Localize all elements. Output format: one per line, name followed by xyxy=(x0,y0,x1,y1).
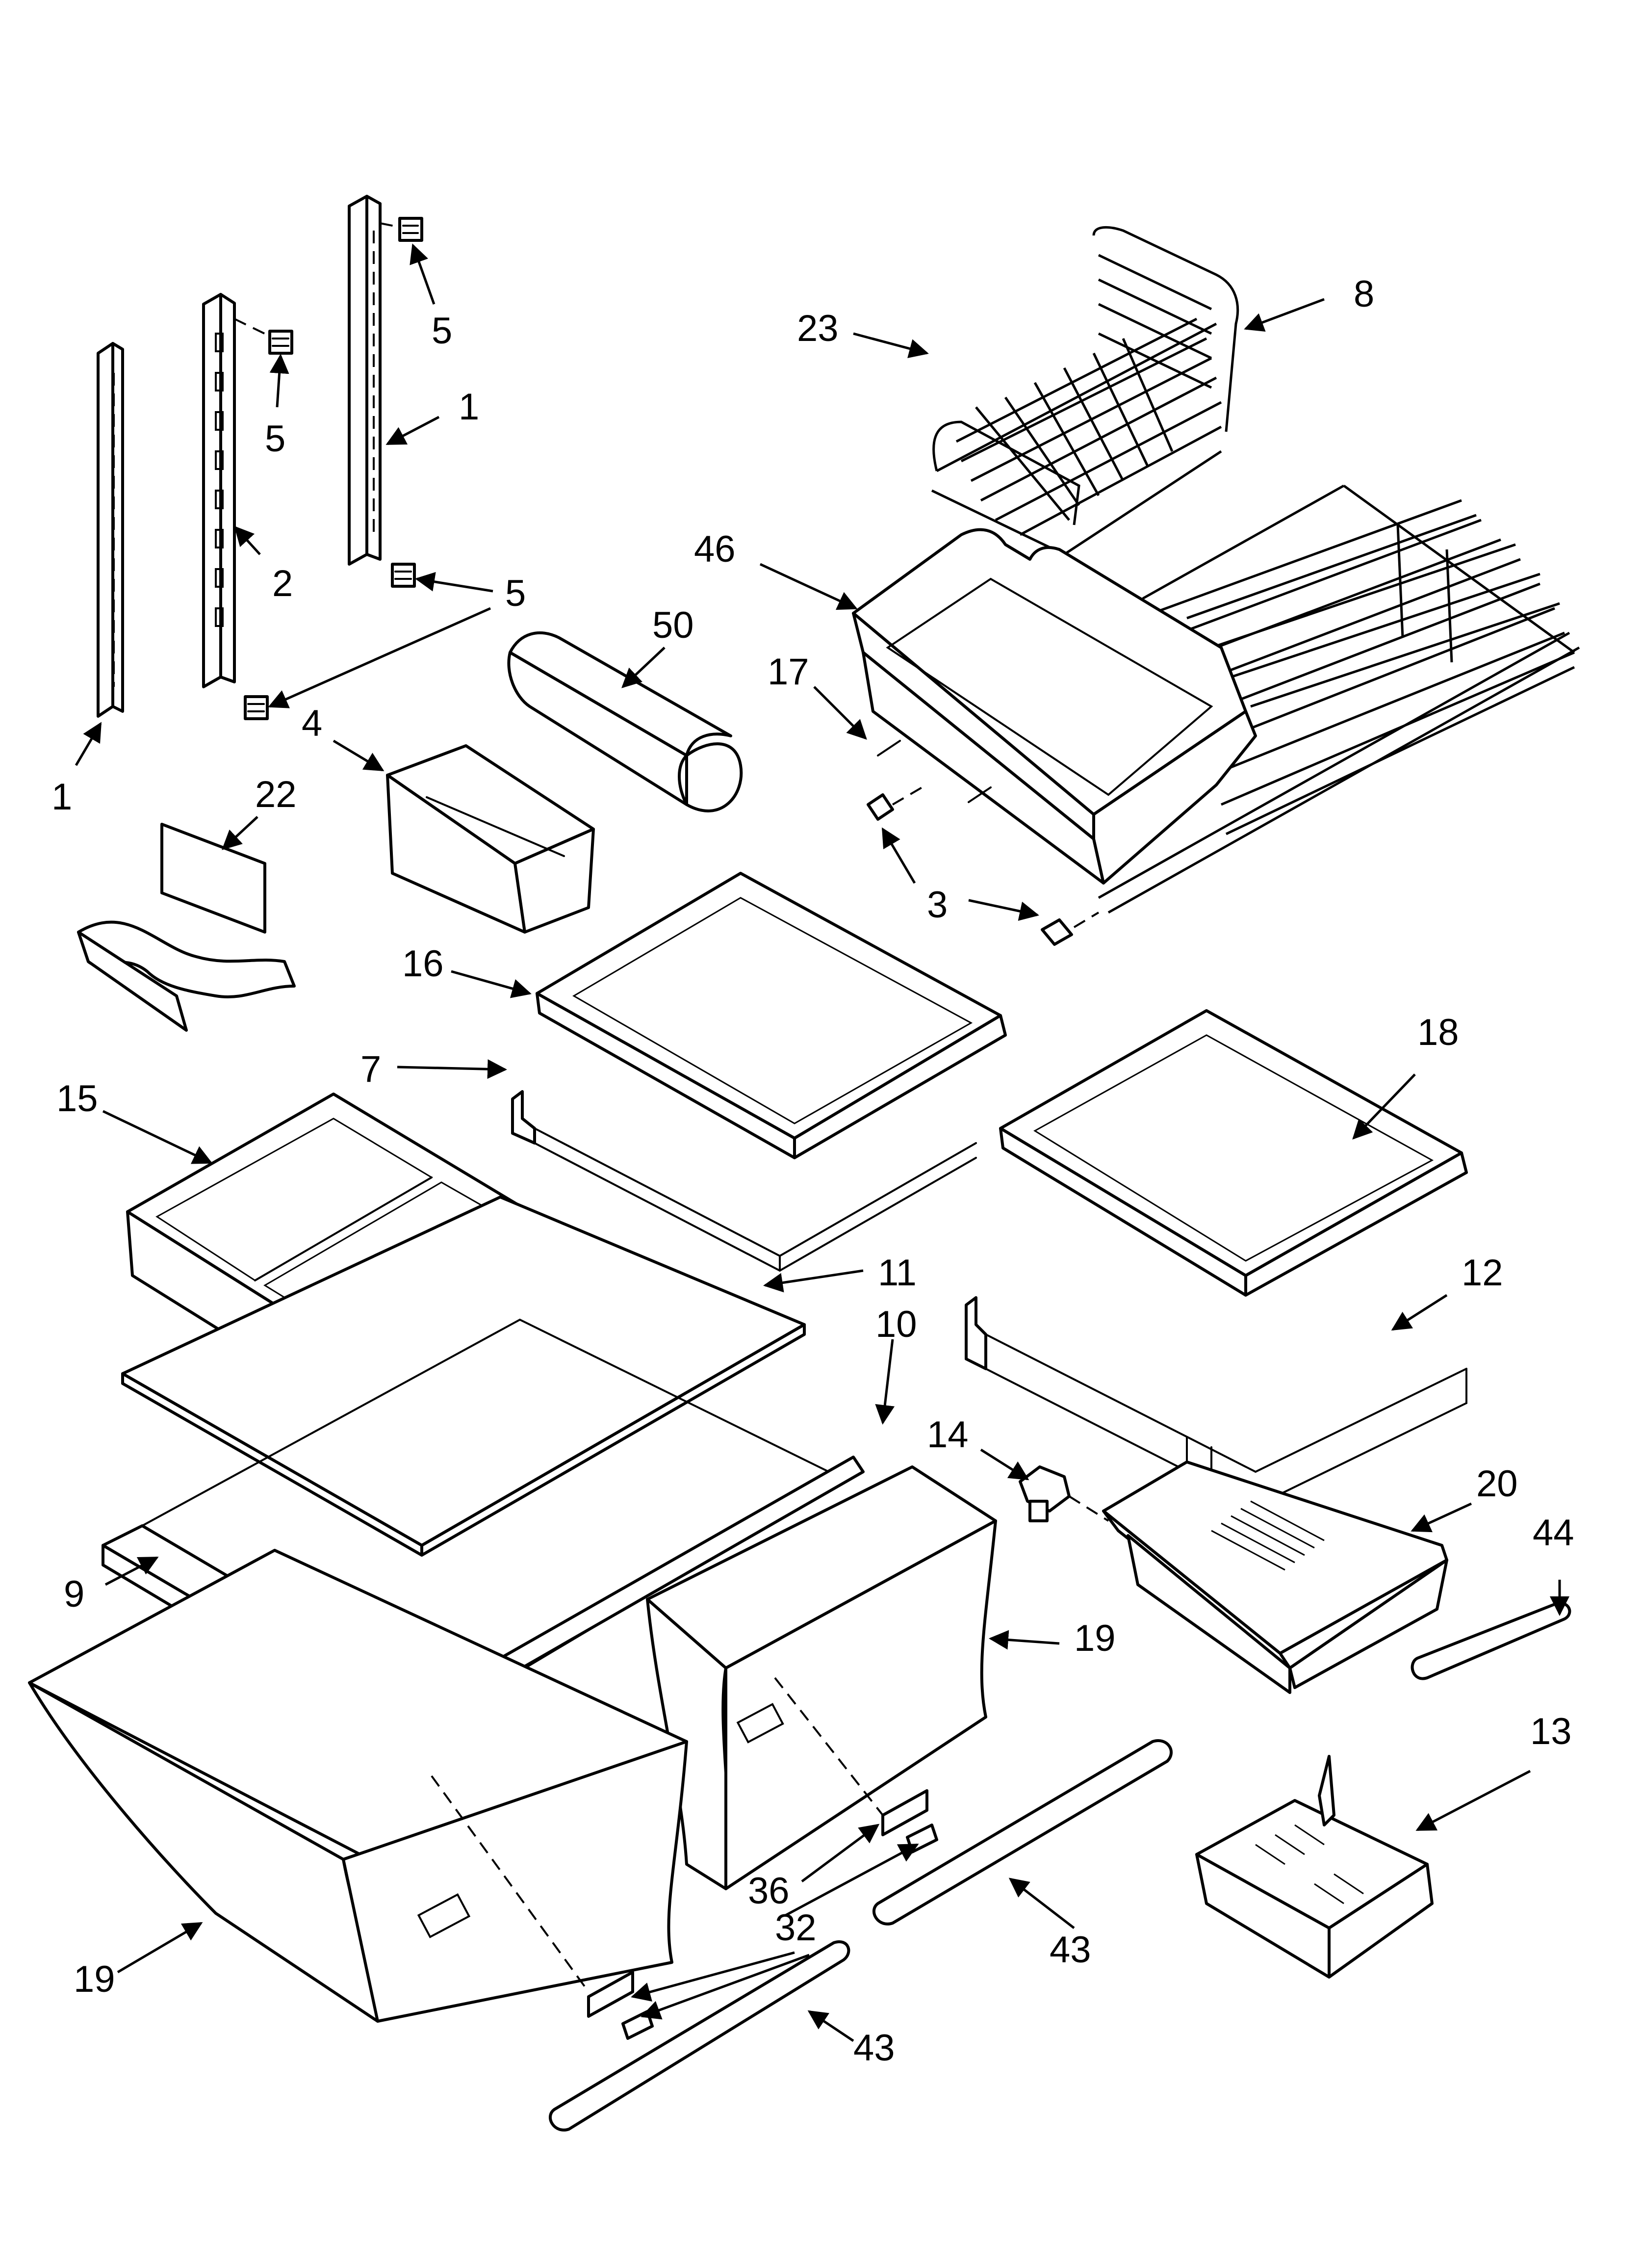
drawer-handle-left xyxy=(549,1940,850,2132)
callout-44: 44 xyxy=(1533,1512,1574,1554)
callout-50: 50 xyxy=(652,604,694,646)
callout-11: 11 xyxy=(878,1252,917,1294)
shelf-rail-left xyxy=(97,342,124,718)
callout-5-mid: 5 xyxy=(265,418,285,460)
callout-43-left: 43 xyxy=(853,2027,895,2069)
label-tag-right xyxy=(881,1789,938,1853)
bin-cover xyxy=(507,631,743,812)
shelf-rail-right xyxy=(348,195,382,566)
label-tag-left xyxy=(587,1971,654,2040)
shelf-frame-upper xyxy=(511,1090,977,1272)
callout-12: 12 xyxy=(1462,1252,1503,1294)
screw-right-low xyxy=(391,563,416,588)
leader-lines xyxy=(75,243,1569,2042)
shelf-rail-center xyxy=(202,293,236,688)
drawer-handle-small xyxy=(1411,1602,1571,1680)
callout-9: 9 xyxy=(64,1573,84,1615)
callout-4: 4 xyxy=(302,703,322,744)
callout-19-right: 19 xyxy=(1074,1617,1116,1659)
callout-10: 10 xyxy=(875,1303,917,1345)
callout-22: 22 xyxy=(255,774,297,815)
drawer-clip xyxy=(1019,1465,1071,1522)
callout-2: 2 xyxy=(272,563,293,604)
meat-drawer xyxy=(1102,1460,1448,1694)
callout-18: 18 xyxy=(1417,1012,1459,1053)
callout-36: 36 xyxy=(748,1870,790,1912)
crisper-drawer-left xyxy=(28,1549,688,2023)
callout-14: 14 xyxy=(927,1414,969,1456)
callout-20: 20 xyxy=(1476,1463,1518,1505)
wire-shelf xyxy=(1098,484,1580,914)
callout-7: 7 xyxy=(360,1048,381,1090)
callout-5-top: 5 xyxy=(432,310,452,352)
callout-46: 46 xyxy=(694,528,736,570)
callout-1-right: 1 xyxy=(459,386,479,428)
storage-tray xyxy=(1195,1755,1434,1979)
screw-top xyxy=(380,217,423,242)
callout-5-low: 5 xyxy=(505,573,526,614)
deli-drawer xyxy=(852,528,1257,885)
callout-13: 13 xyxy=(1530,1711,1572,1752)
callout-16: 16 xyxy=(402,943,444,985)
callout-17: 17 xyxy=(768,651,809,693)
callout-3: 3 xyxy=(927,884,948,926)
callout-8: 8 xyxy=(1354,273,1374,315)
can-holder xyxy=(77,823,296,1032)
stud-upper xyxy=(867,786,923,821)
glass-shelf-upper xyxy=(536,872,1007,1159)
shelf-pins xyxy=(877,740,992,803)
drawer-handle-right xyxy=(872,1739,1173,1926)
callout-labels: 5 5 1 2 5 1 50 4 22 23 8 46 17 3 16 7 15… xyxy=(51,273,1574,2069)
screw-center xyxy=(234,318,293,355)
screw-center-low xyxy=(244,695,269,720)
callout-23: 23 xyxy=(797,308,839,349)
callout-43-right: 43 xyxy=(1050,1929,1091,1971)
door-bin-small xyxy=(386,744,595,934)
callout-15: 15 xyxy=(56,1078,98,1120)
glass-panel xyxy=(121,1196,806,1557)
glass-shelf-right xyxy=(999,1009,1468,1297)
assembly-lines xyxy=(431,1495,1109,1993)
stud-lower xyxy=(1041,912,1100,946)
crisper-drawer-right xyxy=(646,1465,997,1890)
callout-1-left: 1 xyxy=(51,776,72,818)
callout-19-left: 19 xyxy=(74,1958,115,2000)
callout-32: 32 xyxy=(775,1907,817,1949)
wire-basket xyxy=(931,226,1239,556)
